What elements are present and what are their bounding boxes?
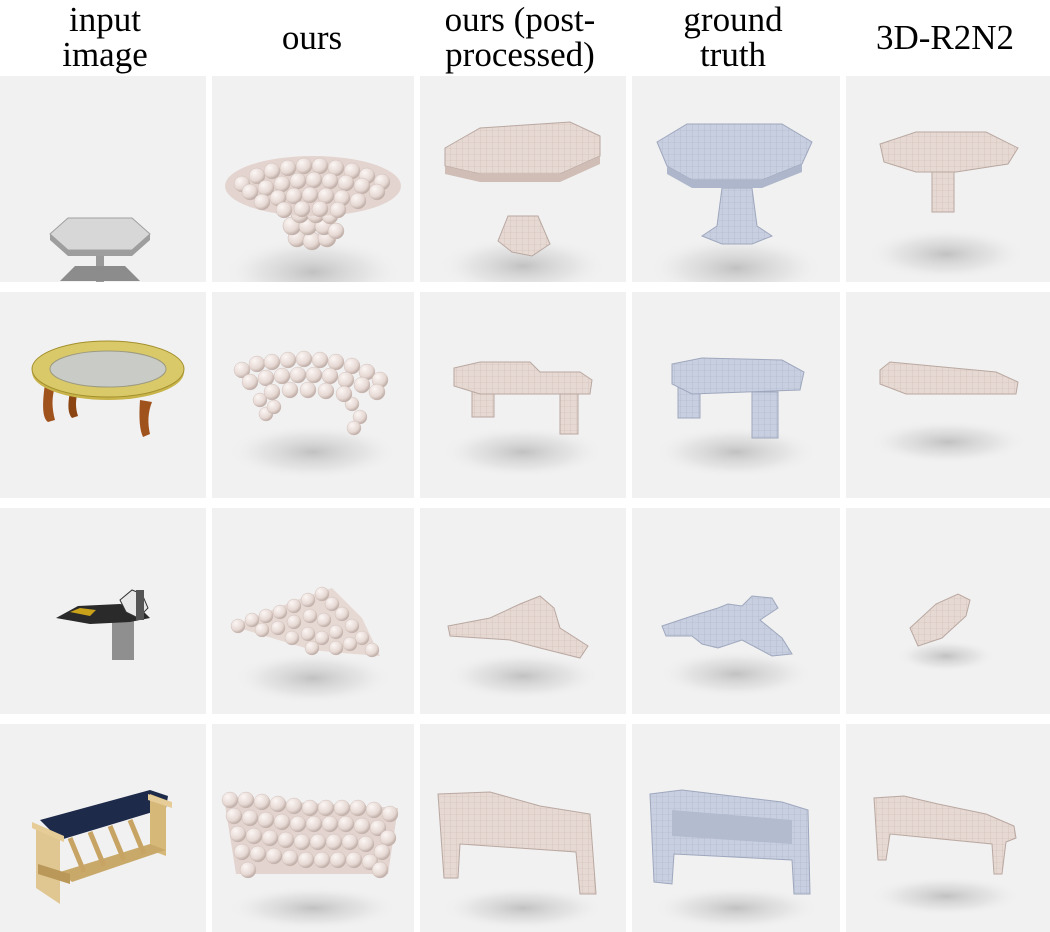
voxel-reconstruction bbox=[441, 361, 605, 478]
sphere-reconstruction bbox=[221, 791, 399, 930]
header-ground-truth: ground truth bbox=[626, 0, 840, 74]
header-line: input bbox=[69, 0, 141, 39]
header-line: ours (post- bbox=[444, 0, 596, 39]
cell-ours-row4 bbox=[212, 724, 414, 932]
voxel-r2n2 bbox=[866, 131, 1026, 280]
voxel-r2n2 bbox=[870, 795, 1022, 916]
airplane-render bbox=[56, 589, 150, 660]
voxel-r2n2 bbox=[896, 593, 996, 672]
cell-ours-row2 bbox=[212, 292, 414, 498]
cell-ground-truth-row4 bbox=[632, 724, 840, 932]
cell-3d-r2n2-row3 bbox=[846, 508, 1050, 714]
cell-ours-post-processed-row4 bbox=[420, 724, 626, 932]
voxel-ground-truth bbox=[649, 789, 820, 930]
header-line: truth bbox=[699, 35, 767, 74]
voxel-reconstruction bbox=[437, 791, 605, 930]
voxel-ground-truth bbox=[654, 357, 818, 478]
cell-ground-truth-row1 bbox=[632, 76, 840, 282]
cell-input-image-row1 bbox=[0, 76, 206, 282]
cell-3d-r2n2-row2 bbox=[846, 292, 1050, 498]
voxel-reconstruction bbox=[445, 595, 601, 700]
header-line: processed) bbox=[445, 35, 595, 74]
voxel-reconstruction bbox=[438, 121, 608, 282]
cell-ours-post-processed-row3 bbox=[420, 508, 626, 714]
header-3d-r2n2: 3D-R2N2 bbox=[840, 0, 1050, 74]
cell-ours-row1 bbox=[212, 76, 414, 282]
cell-3d-r2n2-row4 bbox=[846, 724, 1050, 932]
header-ours-post-processed: ours (post- processed) bbox=[414, 0, 626, 74]
cell-ground-truth-row2 bbox=[632, 292, 840, 498]
cell-input-image-row2 bbox=[0, 292, 206, 498]
cell-ours-post-processed-row1 bbox=[420, 76, 626, 282]
cell-input-image-row4 bbox=[0, 724, 206, 932]
header-line: ours bbox=[281, 17, 343, 57]
cell-3d-r2n2-row1 bbox=[846, 76, 1050, 282]
sphere-reconstruction bbox=[230, 586, 393, 704]
sphere-reconstruction bbox=[227, 350, 399, 480]
voxel-ground-truth bbox=[648, 123, 824, 282]
header-ours: ours bbox=[210, 0, 414, 74]
header-line: 3D-R2N2 bbox=[875, 17, 1015, 57]
voxel-r2n2 bbox=[868, 361, 1028, 464]
bench-render bbox=[32, 790, 172, 904]
cell-input-image-row3 bbox=[0, 508, 206, 714]
octagonal-table-render bbox=[49, 217, 151, 282]
voxel-ground-truth bbox=[658, 595, 814, 698]
oval-table-render bbox=[31, 340, 185, 437]
header-line: image bbox=[62, 35, 148, 74]
cell-ours-post-processed-row2 bbox=[420, 292, 626, 498]
cell-ours-row3 bbox=[212, 508, 414, 714]
header-input-image: input image bbox=[0, 0, 210, 74]
header-line: ground bbox=[683, 0, 783, 39]
cell-ground-truth-row3 bbox=[632, 508, 840, 714]
sphere-reconstruction bbox=[223, 156, 403, 282]
